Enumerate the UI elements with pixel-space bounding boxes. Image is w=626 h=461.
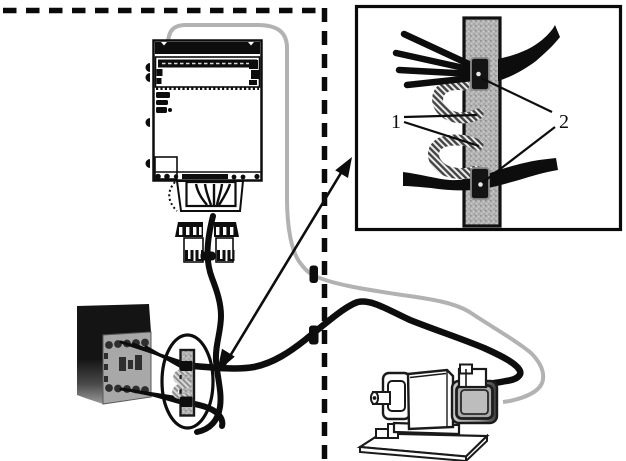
svg-text:2: 2 <box>559 111 569 133</box>
svg-text:1: 1 <box>391 111 401 133</box>
